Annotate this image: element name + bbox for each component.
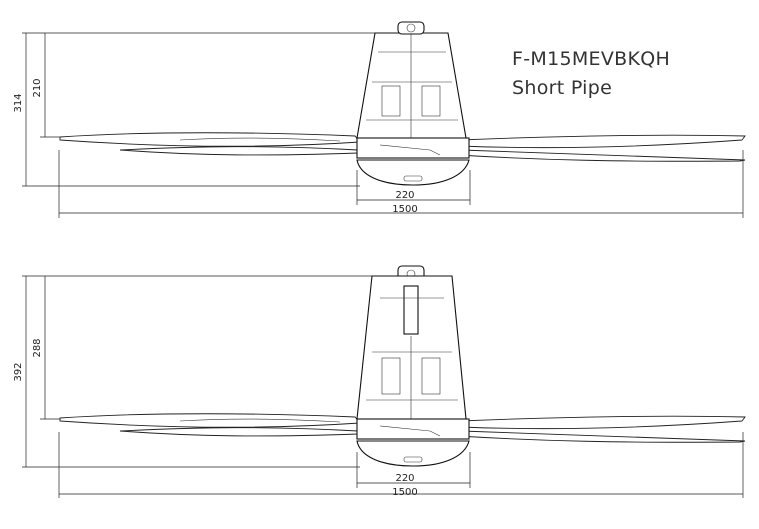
blade-span-label: 1500 [392,204,417,215]
motor-height-label: 210 [32,78,43,97]
blade-span-label: 1500 [392,487,417,498]
dimension-lines [22,275,744,498]
dimension-lines [22,32,744,218]
canopy-width-label: 220 [395,473,414,484]
fan-drawing-short-pipe: 314 210 220 1500 [13,21,746,218]
model-title: F-M15MEVBKQH [512,48,671,70]
motor-height-label: 288 [32,338,43,357]
overall-height-label: 314 [13,93,24,112]
overall-height-label: 392 [13,362,24,381]
variant-title: Short Pipe [512,77,613,99]
ceiling-fan-side-view-icon [59,265,746,467]
fan-drawing-long-pipe: 392 288 220 1500 [13,265,746,498]
ceiling-fan-side-view-icon [59,21,746,186]
canopy-width-label: 220 [395,190,414,201]
